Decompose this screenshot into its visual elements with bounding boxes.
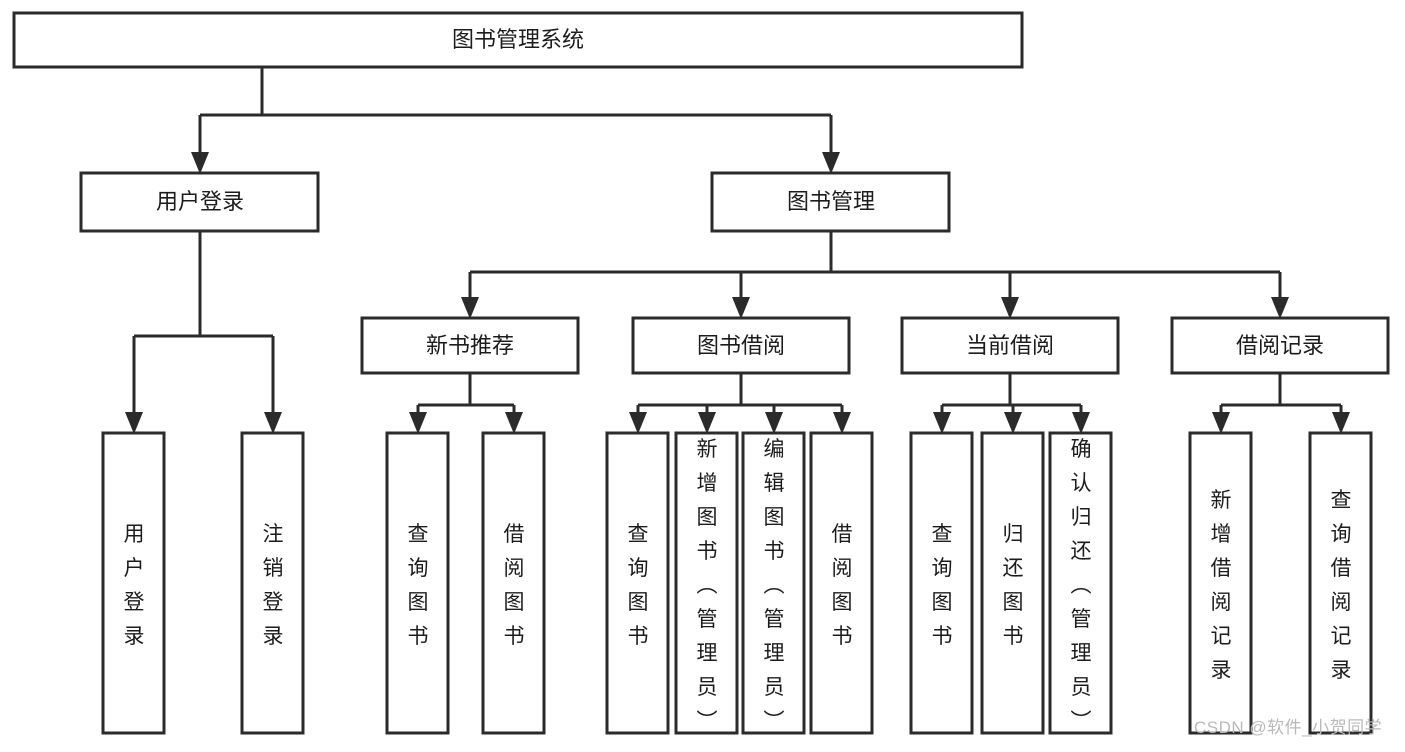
node-label-leaf-user-login: 用户登录 [124,523,145,648]
node-box-leaf-add-book[interactable] [674,431,739,735]
node-box-leaf-logout[interactable] [240,431,305,735]
node-box-leaf-edit-book[interactable] [741,431,806,735]
node-current-borrow[interactable]: 当前借阅 [900,316,1120,375]
node-leaf-query-book-2[interactable]: 查询图书 [605,431,670,735]
edge-group-current-borrow [933,373,1090,434]
node-box-leaf-confirm-return[interactable] [1048,431,1113,735]
node-box-new-book-rec[interactable] [360,316,580,375]
connector-arrowhead [765,412,783,434]
node-label-leaf-borrow-book-2: 借阅图书 [832,523,853,648]
node-book-manage[interactable]: 图书管理 [710,171,951,233]
node-leaf-borrow-book-1[interactable]: 借阅图书 [481,431,546,735]
edge-group-borrow-record [1212,373,1350,434]
nodes-layer: 图书管理系统用户登录图书管理新书推荐图书借阅当前借阅借阅记录用户登录注销登录查询… [12,11,1390,735]
connector-arrowhead [1001,297,1019,319]
node-label-leaf-borrow-book-1: 借阅图书 [504,523,525,648]
edge-group-user-login [125,231,282,434]
node-borrow-record[interactable]: 借阅记录 [1170,316,1390,375]
node-leaf-query-book-1[interactable]: 查询图书 [385,431,450,735]
node-box-book-manage[interactable] [710,171,951,233]
connector-arrowhead [698,412,716,434]
connector-arrowhead [409,412,427,434]
node-label-leaf-logout: 注销登录 [263,523,284,648]
node-box-borrow-record[interactable] [1170,316,1390,375]
node-label-root: 图书管理系统 [452,27,584,52]
node-label-user-login: 用户登录 [156,189,244,214]
connector-arrowhead [461,297,479,319]
node-label-leaf-add-record: 新增借阅记录 [1211,489,1232,682]
node-leaf-user-login[interactable]: 用户登录 [101,431,166,735]
node-box-book-borrow[interactable] [631,316,851,375]
node-label-leaf-query-book-1: 查询图书 [408,523,429,648]
node-label-book-manage: 图书管理 [787,189,875,214]
node-box-leaf-borrow-book-2[interactable] [809,431,874,735]
connector-arrowhead [264,412,282,434]
node-box-leaf-return-book[interactable] [980,431,1045,735]
node-root[interactable]: 图书管理系统 [12,11,1024,69]
node-label-current-borrow: 当前借阅 [966,333,1054,358]
edge-group-book-borrow [629,373,851,434]
node-leaf-borrow-book-2[interactable]: 借阅图书 [809,431,874,735]
node-box-leaf-query-book-2[interactable] [605,431,670,735]
node-leaf-edit-book[interactable]: 编辑图书︵管理员︶ [741,431,806,735]
edges-layer [125,67,1350,434]
node-label-borrow-record: 借阅记录 [1236,333,1324,358]
connector-arrowhead [629,412,647,434]
node-leaf-confirm-return[interactable]: 确认归还︵管理员︶ [1048,431,1113,735]
node-label-leaf-query-book-2: 查询图书 [628,523,649,648]
connector-arrowhead [125,412,143,434]
connector-arrowhead [1271,297,1289,319]
node-leaf-return-book[interactable]: 归还图书 [980,431,1045,735]
node-box-leaf-query-book-1[interactable] [385,431,450,735]
edge-group-book-manage [461,231,1289,319]
edge-group-new-book-rec [409,373,523,434]
node-box-leaf-add-record[interactable] [1188,431,1253,735]
node-box-leaf-query-book-3[interactable] [909,431,974,735]
node-label-new-book-rec: 新书推荐 [426,333,514,358]
node-user-login[interactable]: 用户登录 [79,171,320,233]
node-new-book-rec[interactable]: 新书推荐 [360,316,580,375]
node-label-leaf-edit-book: 编辑图书︵管理员︶ [764,438,785,733]
connector-arrowhead [822,152,840,174]
node-box-user-login[interactable] [79,171,320,233]
connector-arrowhead [732,297,750,319]
connector-arrowhead [1004,412,1022,434]
node-box-leaf-borrow-book-1[interactable] [481,431,546,735]
connector-arrowhead [1332,412,1350,434]
node-leaf-logout[interactable]: 注销登录 [240,431,305,735]
node-label-book-borrow: 图书借阅 [697,333,785,358]
node-leaf-query-book-3[interactable]: 查询图书 [909,431,974,735]
node-box-leaf-user-login[interactable] [101,431,166,735]
node-leaf-query-record[interactable]: 查询借阅记录 [1308,431,1373,735]
node-box-root[interactable] [12,11,1024,69]
node-leaf-add-record[interactable]: 新增借阅记录 [1188,431,1253,735]
node-label-leaf-query-book-3: 查询图书 [932,523,953,648]
node-box-current-borrow[interactable] [900,316,1120,375]
node-leaf-add-book[interactable]: 新增图书︵管理员︶ [674,431,739,735]
node-book-borrow[interactable]: 图书借阅 [631,316,851,375]
connector-arrowhead [1072,412,1090,434]
node-label-leaf-confirm-return: 确认归还︵管理员︶ [1071,438,1092,733]
node-label-leaf-add-book: 新增图书︵管理员︶ [697,438,718,733]
connector-arrowhead [1212,412,1230,434]
node-label-leaf-return-book: 归还图书 [1003,523,1024,648]
node-label-leaf-query-record: 查询借阅记录 [1331,489,1352,682]
node-box-leaf-query-record[interactable] [1308,431,1373,735]
connector-arrowhead [933,412,951,434]
connector-arrowhead [833,412,851,434]
edge-group-root [191,67,840,174]
connector-arrowhead [505,412,523,434]
connector-arrowhead [191,152,209,174]
csdn-watermark: CSDN @软件_小贺同学 [1194,718,1382,737]
